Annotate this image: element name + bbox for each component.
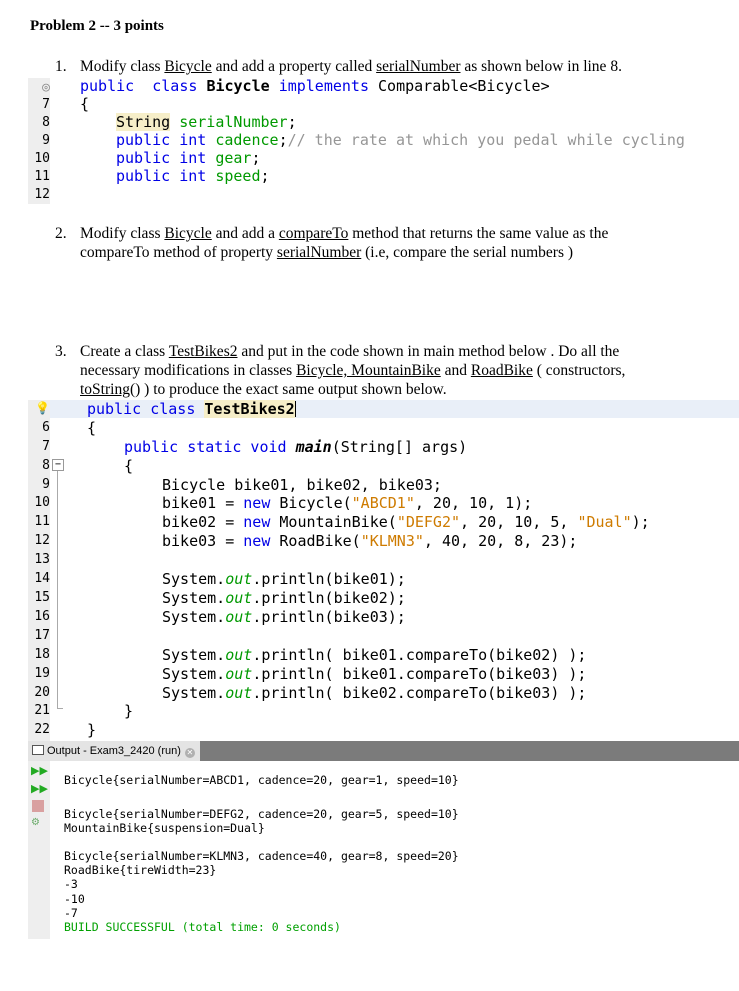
line-number: 18 bbox=[34, 647, 50, 662]
code-line: public class TestBikes2 bbox=[87, 400, 296, 418]
rerun-debug-icon[interactable]: ▶▶ bbox=[31, 782, 48, 795]
line-number: 11 bbox=[34, 514, 50, 529]
code-line: System.out.println( bike01.compareTo(bik… bbox=[162, 646, 587, 664]
item-1: 1. Modify class Bicycle and add a proper… bbox=[55, 57, 715, 77]
item-1-text: Modify class Bicycle and add a property … bbox=[80, 58, 622, 75]
line-number: 10 bbox=[34, 151, 50, 166]
item-3-text: Create a class TestBikes2 and put in the… bbox=[80, 343, 626, 398]
code-line: System.out.println(bike01); bbox=[162, 570, 406, 588]
code-line: System.out.println( bike02.compareTo(bik… bbox=[162, 684, 587, 702]
code-line: public int cadence;// the rate at which … bbox=[116, 131, 685, 149]
line-number: 7 bbox=[42, 439, 50, 454]
item-2-text: Modify class Bicycle and add a compareTo… bbox=[80, 225, 609, 261]
close-icon[interactable]: ✕ bbox=[184, 748, 195, 758]
line-number: 8 bbox=[42, 458, 50, 473]
line-number: 13 bbox=[34, 552, 50, 567]
output-panel-header: Output - Exam3_2420 (run)✕ bbox=[28, 741, 739, 761]
rerun-icon[interactable]: ▶▶ bbox=[31, 764, 48, 777]
code-line: bike03 = new RoadBike("KLMN3", 40, 20, 8… bbox=[162, 532, 578, 550]
line-number: 20 bbox=[34, 685, 50, 700]
code-line: public int gear; bbox=[116, 149, 261, 167]
output-line: -3 bbox=[64, 877, 78, 891]
output-line: -10 bbox=[64, 892, 85, 906]
code-line: bike02 = new MountainBike("DEFG2", 20, 1… bbox=[162, 513, 650, 531]
code-line: Bicycle bike01, bike02, bike03; bbox=[162, 476, 442, 494]
item-2: 2. Modify class Bicycle and add a compar… bbox=[55, 224, 715, 264]
code1-gutter bbox=[28, 78, 50, 204]
output-line: -7 bbox=[64, 906, 78, 920]
code-line: { bbox=[87, 419, 97, 437]
override-icon: ◎ bbox=[42, 80, 50, 95]
line-number: 11 bbox=[34, 169, 50, 184]
output-tab[interactable]: Output - Exam3_2420 (run)✕ bbox=[28, 741, 200, 761]
line-number: 15 bbox=[34, 590, 50, 605]
code-line: public class Bicycle implements Comparab… bbox=[80, 77, 550, 95]
line-number: 21 bbox=[34, 703, 50, 718]
code-line: } bbox=[87, 721, 97, 739]
code-line: String serialNumber; bbox=[116, 113, 297, 131]
stop-icon[interactable] bbox=[32, 800, 44, 812]
code-line: { bbox=[124, 457, 134, 475]
code-line: } bbox=[124, 702, 134, 720]
fold-guide bbox=[57, 471, 58, 709]
settings-icon[interactable]: ⚙ bbox=[31, 817, 40, 828]
code-line: public int speed; bbox=[116, 167, 270, 185]
line-number: 9 bbox=[42, 133, 50, 148]
line-number: 8 bbox=[42, 115, 50, 130]
output-tab-label: Output - Exam3_2420 (run) bbox=[47, 745, 181, 757]
lightbulb-icon[interactable]: 💡 bbox=[35, 401, 50, 415]
item-2-number: 2. bbox=[55, 225, 67, 242]
output-line: RoadBike{tireWidth=23} bbox=[64, 863, 217, 877]
terminal-icon bbox=[32, 745, 44, 755]
output-line: Bicycle{serialNumber=ABCD1, cadence=20, … bbox=[64, 773, 459, 787]
code-line: System.out.println(bike02); bbox=[162, 589, 406, 607]
output-line: Bicycle{serialNumber=DEFG2, cadence=20, … bbox=[64, 807, 459, 821]
line-number: 19 bbox=[34, 666, 50, 681]
build-status: BUILD SUCCESSFUL (total time: 0 seconds) bbox=[64, 920, 341, 934]
item-1-number: 1. bbox=[55, 58, 67, 75]
code2-gutter bbox=[28, 400, 50, 741]
line-number: 22 bbox=[34, 722, 50, 737]
line-number: 6 bbox=[42, 420, 50, 435]
line-number: 9 bbox=[42, 477, 50, 492]
problem-title: Problem 2 -- 3 points bbox=[30, 18, 164, 34]
line-number: 7 bbox=[42, 97, 50, 112]
line-number: 12 bbox=[34, 187, 50, 202]
code-line: public static void main(String[] args) bbox=[124, 438, 468, 456]
code-line: System.out.println( bike01.compareTo(bik… bbox=[162, 665, 587, 683]
output-line: MountainBike{suspension=Dual} bbox=[64, 821, 265, 835]
line-number: 14 bbox=[34, 571, 50, 586]
line-number: 12 bbox=[34, 533, 50, 548]
fold-guide-end bbox=[57, 708, 63, 709]
code-line: bike01 = new Bicycle("ABCD1", 20, 10, 1)… bbox=[162, 494, 533, 512]
item-3-number: 3. bbox=[55, 343, 67, 360]
output-line: Bicycle{serialNumber=KLMN3, cadence=40, … bbox=[64, 849, 459, 863]
line-number: 17 bbox=[34, 628, 50, 643]
fold-toggle-icon[interactable]: − bbox=[52, 459, 64, 471]
item-3: 3. Create a class TestBikes2 and put in … bbox=[55, 342, 715, 400]
code-line: { bbox=[80, 95, 90, 113]
line-number: 16 bbox=[34, 609, 50, 624]
line-number: 10 bbox=[34, 495, 50, 510]
code-line: System.out.println(bike03); bbox=[162, 608, 406, 626]
